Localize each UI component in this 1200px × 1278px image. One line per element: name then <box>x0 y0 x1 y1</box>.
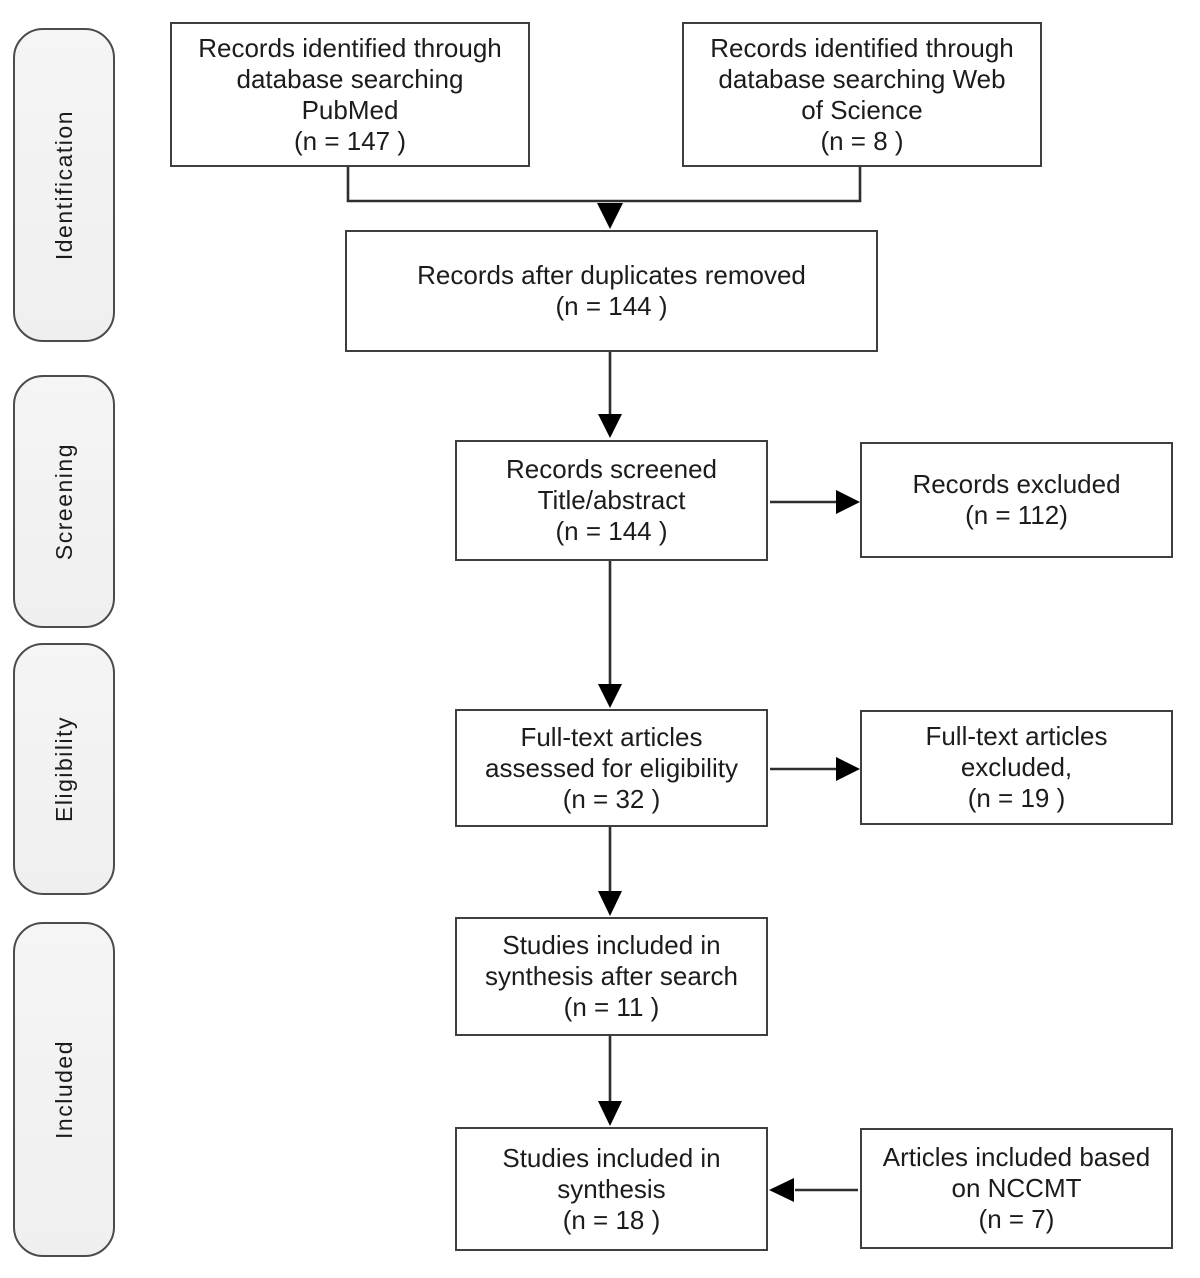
box-synthesis-count: (n = 18 ) <box>562 1204 661 1235</box>
sidebar-stage-identification: Identification <box>13 28 115 342</box>
arrow-fulltext-to-fulltext-excluded <box>770 757 860 781</box>
box-duplicates-removed: Records after duplicates removed (n = 14… <box>345 230 878 352</box>
box-records-excluded-count: (n = 112) <box>965 500 1068 530</box>
box-records-excluded-content: Records excluded (n = 112) <box>912 469 1120 531</box>
box-records-screened-text: Records screened Title/abstract <box>506 454 717 515</box>
sidebar-stage-label-eligibility: Eligibility <box>50 716 77 822</box>
box-synthesis: Studies included in synthesis (n = 18 ) <box>455 1127 768 1251</box>
sidebar-stage-label-screening: Screening <box>50 442 77 561</box>
box-records-pubmed-count: (n = 147 ) <box>293 125 406 156</box>
box-fulltext-assessed-count: (n = 32 ) <box>562 783 661 814</box>
box-records-screened: Records screened Title/abstract (n = 144… <box>455 440 768 561</box>
box-nccmt-content: Articles included based on NCCMT (n = 7) <box>883 1142 1150 1235</box>
box-fulltext-assessed: Full-text articles assessed for eligibil… <box>455 709 768 827</box>
box-records-excluded: Records excluded (n = 112) <box>860 442 1173 558</box>
box-fulltext-excluded-text: Full-text articles excluded, <box>925 721 1108 782</box>
sidebar-stage-label-identification: Identification <box>50 109 77 261</box>
box-fulltext-excluded: Full-text articles excluded, (n = 19 ) <box>860 710 1173 825</box>
box-fulltext-assessed-text: Full-text articles assessed for eligibil… <box>485 721 738 783</box>
sidebar-stage-eligibility: Eligibility <box>13 643 115 895</box>
box-duplicates-removed-text: Records after duplicates removed <box>417 260 806 290</box>
box-records-pubmed-content: Records identified through database sear… <box>198 33 502 157</box>
box-synthesis-after-search-count: (n = 11 ) <box>563 992 660 1022</box>
box-nccmt: Articles included based on NCCMT (n = 7) <box>860 1128 1173 1249</box>
box-synthesis-after-search: Studies included in synthesis after sear… <box>455 917 768 1036</box>
arrow-duplicates-to-screened <box>598 352 622 438</box>
box-nccmt-count: (n = 7) <box>978 1204 1055 1234</box>
box-records-screened-count: (n = 144 ) <box>555 516 668 546</box>
box-synthesis-content: Studies included in synthesis (n = 18 ) <box>502 1143 720 1236</box>
box-fulltext-assessed-content: Full-text articles assessed for eligibil… <box>485 722 738 815</box>
sidebar-stage-label-included: Included <box>50 1040 77 1139</box>
box-synthesis-text: Studies included in synthesis <box>502 1142 721 1204</box>
connector-merge-top <box>346 167 862 229</box>
box-synthesis-after-search-content: Studies included in synthesis after sear… <box>485 930 738 1023</box>
box-records-web-of-science-count: (n = 8 ) <box>820 125 904 156</box>
box-duplicates-removed-count: (n = 144 ) <box>555 291 668 321</box>
box-records-web-of-science-text: Records identified through database sear… <box>710 32 1014 125</box>
box-duplicates-removed-content: Records after duplicates removed (n = 14… <box>417 260 806 322</box>
arrow-synthesis-search-to-synthesis <box>598 1036 622 1126</box>
box-records-pubmed-text: Records identified through database sear… <box>198 32 502 125</box>
box-nccmt-text: Articles included based on NCCMT <box>882 1142 1151 1203</box>
arrow-nccmt-to-synthesis <box>769 1178 858 1202</box>
box-records-web-of-science: Records identified through database sear… <box>682 22 1042 167</box>
arrow-screened-to-excluded <box>770 490 860 514</box>
box-records-pubmed: Records identified through database sear… <box>170 22 530 167</box>
box-synthesis-after-search-text: Studies included in synthesis after sear… <box>485 930 738 991</box>
box-fulltext-excluded-count: (n = 19 ) <box>967 783 1066 813</box>
box-fulltext-excluded-content: Full-text articles excluded, (n = 19 ) <box>925 721 1107 814</box>
box-records-web-of-science-content: Records identified through database sear… <box>710 33 1014 157</box>
sidebar-stage-included: Included <box>13 922 115 1257</box>
box-records-screened-content: Records screened Title/abstract (n = 144… <box>506 454 717 547</box>
arrow-fulltext-to-synthesis-search <box>598 827 622 916</box>
arrow-screened-to-fulltext <box>598 561 622 708</box>
box-records-excluded-text: Records excluded <box>912 469 1121 499</box>
sidebar-stage-screening: Screening <box>13 375 115 628</box>
